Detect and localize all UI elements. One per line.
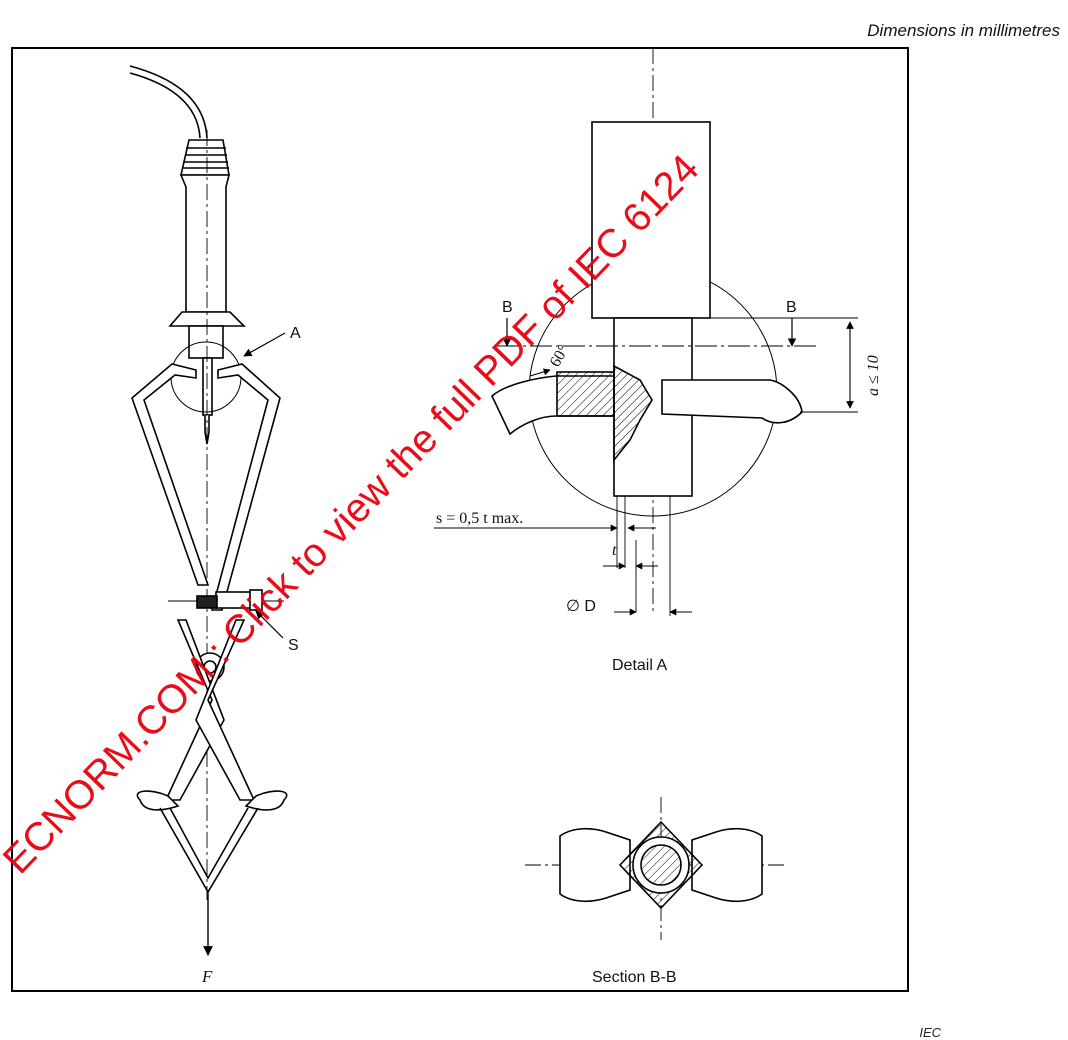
caption-section-b-b: Section B-B <box>592 969 676 986</box>
watermark-text: ECNORM.COM : Click to view the full PDF … <box>0 147 707 883</box>
label-d-dim: ∅ D <box>566 598 596 615</box>
probe-grip <box>179 139 230 176</box>
section-b-b <box>525 797 785 940</box>
detail-a <box>434 48 858 616</box>
section-jaw-right <box>691 827 763 903</box>
finger-rest-left <box>136 790 180 811</box>
probe-cable <box>129 65 208 139</box>
label-s: S <box>288 637 299 654</box>
figure-frame <box>11 47 909 992</box>
source-tag: IEC <box>919 1025 941 1040</box>
label-a-dim: a ≤ 10 <box>865 355 882 396</box>
clamp-arm-left <box>131 363 210 586</box>
label-s-dim: s = 0,5 t max. <box>436 510 523 527</box>
label-b-left: B <box>502 299 513 316</box>
label-t-dim: t <box>612 542 617 559</box>
section-jaw-left <box>559 827 631 903</box>
finger-rest-right <box>244 790 288 811</box>
label-a: A <box>290 325 301 342</box>
clamp-arm-right <box>210 363 281 611</box>
probe-handle <box>179 174 231 313</box>
probe-tip <box>202 357 213 416</box>
units-note: Dimensions in millimetres <box>867 21 1060 40</box>
caption-detail-a: Detail A <box>612 657 667 674</box>
label-b-right: B <box>786 299 797 316</box>
probe-assembly <box>129 65 288 956</box>
probe-body <box>591 121 711 319</box>
label-f: F <box>201 967 213 986</box>
